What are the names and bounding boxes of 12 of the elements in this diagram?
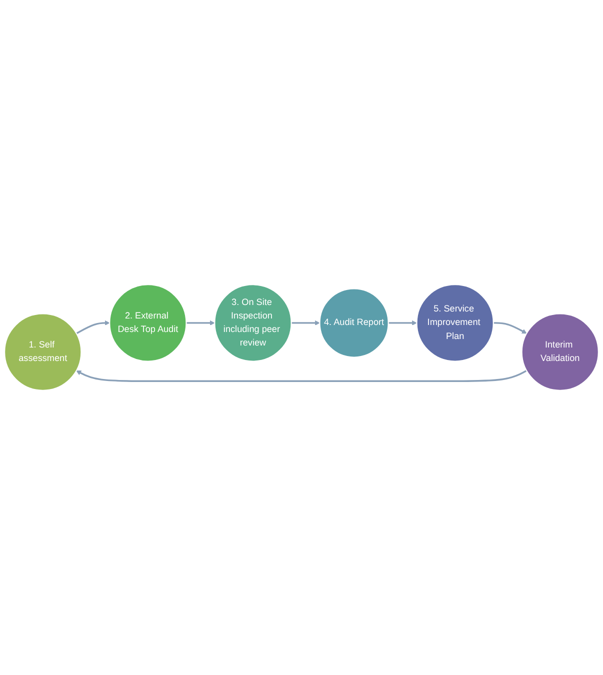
node-circle: 2. External Desk Top Audit (109, 284, 187, 362)
arrow (493, 322, 527, 334)
arrow (76, 370, 527, 382)
node-circle: 4. Audit Report (319, 288, 389, 358)
node-circle: 5. Service Improvement Plan (416, 284, 494, 362)
node-circle: 3. On Site Inspection including peer review (214, 284, 292, 362)
node-circle: 1. Self assessment (4, 313, 82, 391)
arrow (388, 320, 417, 326)
arrow (291, 320, 320, 326)
arrow (186, 320, 215, 326)
node-circle: Interim Validation (521, 313, 600, 391)
arrow (76, 320, 110, 334)
